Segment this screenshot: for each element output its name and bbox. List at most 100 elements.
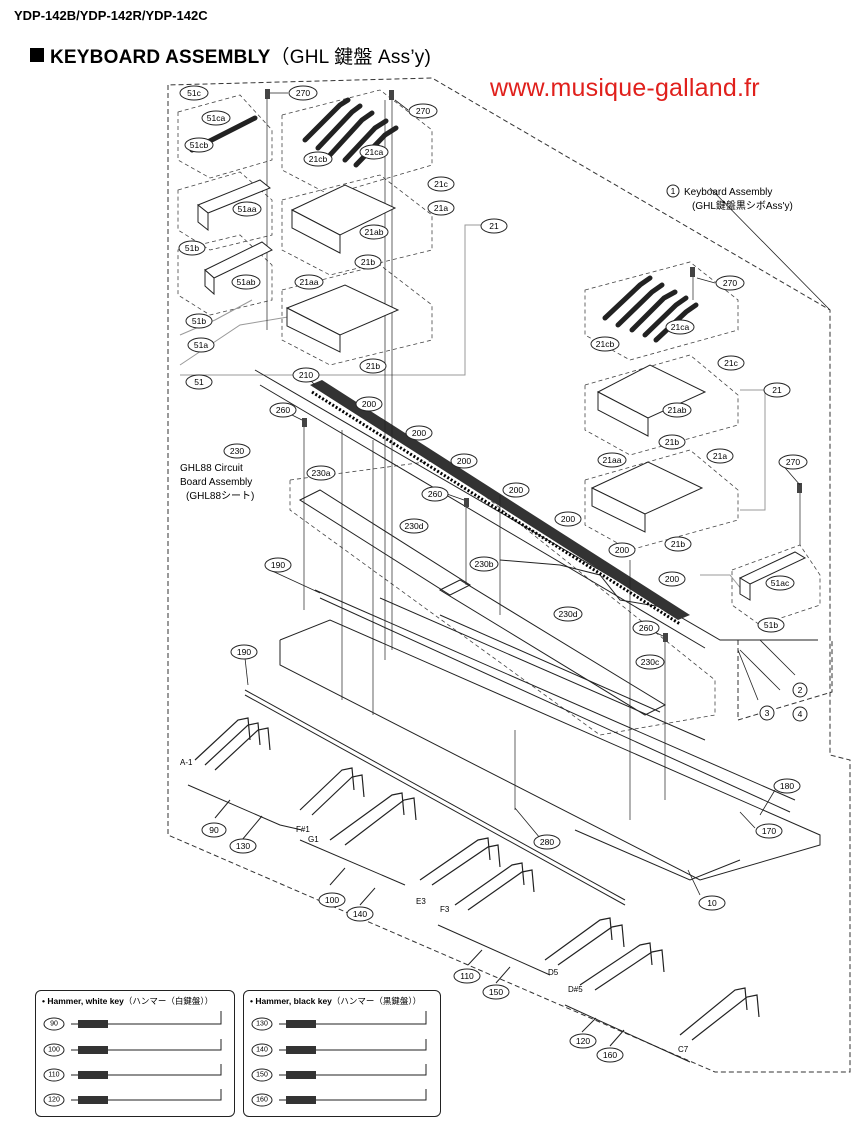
svg-text:200: 200: [615, 545, 629, 555]
callout-200-1: [355, 396, 383, 412]
title-main: KEYBOARD ASSEMBLY: [50, 47, 271, 68]
callout-4: [792, 706, 808, 722]
callout-21c-1: [427, 176, 455, 192]
legend-black-item-2: 140: [256, 1047, 268, 1054]
svg-text:210: 210: [299, 370, 313, 380]
svg-text:21aa: 21aa: [300, 277, 319, 287]
callout-21cb-1: [303, 151, 333, 167]
svg-text:280: 280: [540, 837, 554, 847]
black-keys: [189, 97, 699, 343]
callout-21b-3: [658, 434, 686, 450]
svg-text:21aa: 21aa: [603, 455, 622, 465]
callout-200-7: [658, 571, 686, 587]
note-circuit-2: Board Assembly: [180, 477, 252, 488]
callout-130: [229, 838, 257, 854]
callout-230: [223, 443, 251, 459]
svg-text:51ca: 51ca: [207, 113, 226, 123]
svg-text:21a: 21a: [713, 451, 727, 461]
svg-text:21cb: 21cb: [596, 339, 615, 349]
callout-260-2: [421, 486, 449, 502]
callout-bubbles: [178, 85, 808, 1063]
note-kb-assembly-2: (GHL鍵盤黒シボAss'y): [692, 199, 793, 212]
svg-text:270: 270: [723, 278, 737, 288]
legend-black-drawing: 130 140 150 160: [251, 1011, 427, 1107]
svg-text:140: 140: [353, 909, 367, 919]
callout-260-3: [632, 620, 660, 636]
legend-white-key-hammers: • Hammer, white key（ハンマー（白鍵盤）） 90 100 11…: [35, 990, 235, 1117]
note-circuit-1: GHL88 Circuit: [180, 463, 243, 474]
svg-text:270: 270: [416, 106, 430, 116]
callout-51b-2: [185, 313, 213, 329]
svg-text:270: 270: [786, 457, 800, 467]
callout-180: [773, 778, 801, 794]
svg-text:21ca: 21ca: [365, 147, 384, 157]
callout-21aa-1: [294, 274, 324, 290]
svg-text:51ab: 51ab: [237, 277, 256, 287]
svg-text:51: 51: [194, 377, 204, 387]
callout-21ab-1: [359, 224, 389, 240]
svg-text:160: 160: [603, 1050, 617, 1060]
square-bullet-icon: [30, 48, 44, 62]
callout-21aa-2: [597, 452, 627, 468]
svg-text:200: 200: [362, 399, 376, 409]
note-circuit-3: (GHL88シート): [186, 491, 254, 502]
svg-text:21ab: 21ab: [668, 405, 687, 415]
callout-1: [666, 184, 680, 198]
callout-270-4: [778, 454, 808, 470]
callout-210: [292, 367, 320, 383]
callout-280: [533, 834, 561, 850]
svg-text:F#1: F#1: [296, 825, 310, 834]
svg-text:200: 200: [561, 514, 575, 524]
svg-text:270: 270: [296, 88, 310, 98]
svg-text:51b: 51b: [764, 620, 778, 630]
svg-text:2: 2: [798, 685, 803, 695]
svg-text:100: 100: [325, 895, 339, 905]
leader-lines: [244, 92, 831, 896]
legend-white-item-4: 120: [48, 1097, 60, 1104]
screw-icons: [265, 89, 802, 642]
callout-21-2: [763, 382, 791, 398]
svg-text:51c: 51c: [187, 88, 201, 98]
svg-text:21b: 21b: [665, 437, 679, 447]
callout-21ca-2: [665, 319, 695, 335]
svg-text:200: 200: [509, 485, 523, 495]
svg-text:230: 230: [230, 446, 244, 456]
callout-230d-1: [399, 518, 429, 534]
callout-21c-2: [717, 355, 745, 371]
svg-text:C7: C7: [678, 1045, 689, 1054]
callout-51ca: [201, 110, 231, 126]
legend-black-item-3: 150: [256, 1072, 268, 1079]
legend-black-item-1: 130: [256, 1021, 268, 1028]
callout-140: [346, 906, 374, 922]
callout-51a: [187, 337, 215, 353]
callout-230d-2: [553, 606, 583, 622]
svg-text:90: 90: [209, 825, 219, 835]
callout-21b-4: [664, 536, 692, 552]
svg-text:21: 21: [489, 221, 499, 231]
callout-170: [755, 823, 783, 839]
callout-numbers: 51c 51ca 51cb 51aa 51b 51ab 51b 51a 51 2…: [185, 88, 803, 1060]
svg-text:230b: 230b: [475, 559, 494, 569]
callout-51c: [179, 85, 209, 101]
callout-21ab-2: [662, 402, 692, 418]
callout-120: [569, 1033, 597, 1049]
title-sub: （GHL 鍵盤 Ass’y): [270, 47, 431, 68]
svg-text:230c: 230c: [641, 657, 660, 667]
key-sets: [197, 179, 807, 601]
svg-text:260: 260: [276, 405, 290, 415]
keyboard-frame: [244, 369, 821, 906]
svg-text:G1: G1: [308, 835, 319, 844]
svg-text:4: 4: [798, 709, 803, 719]
svg-text:230a: 230a: [312, 468, 331, 478]
callout-200-5: [554, 511, 582, 527]
svg-text:D5: D5: [548, 968, 559, 977]
callout-21a-2: [706, 448, 734, 464]
svg-text:21b: 21b: [366, 361, 380, 371]
key-range-labels: A-1 F#1 G1 E3 F3 D5 D#5 C7: [180, 758, 689, 1054]
svg-text:21c: 21c: [434, 179, 448, 189]
svg-text:D#5: D#5: [568, 985, 583, 994]
svg-text:21a: 21a: [434, 203, 448, 213]
svg-text:200: 200: [665, 574, 679, 584]
svg-text:150: 150: [489, 987, 503, 997]
